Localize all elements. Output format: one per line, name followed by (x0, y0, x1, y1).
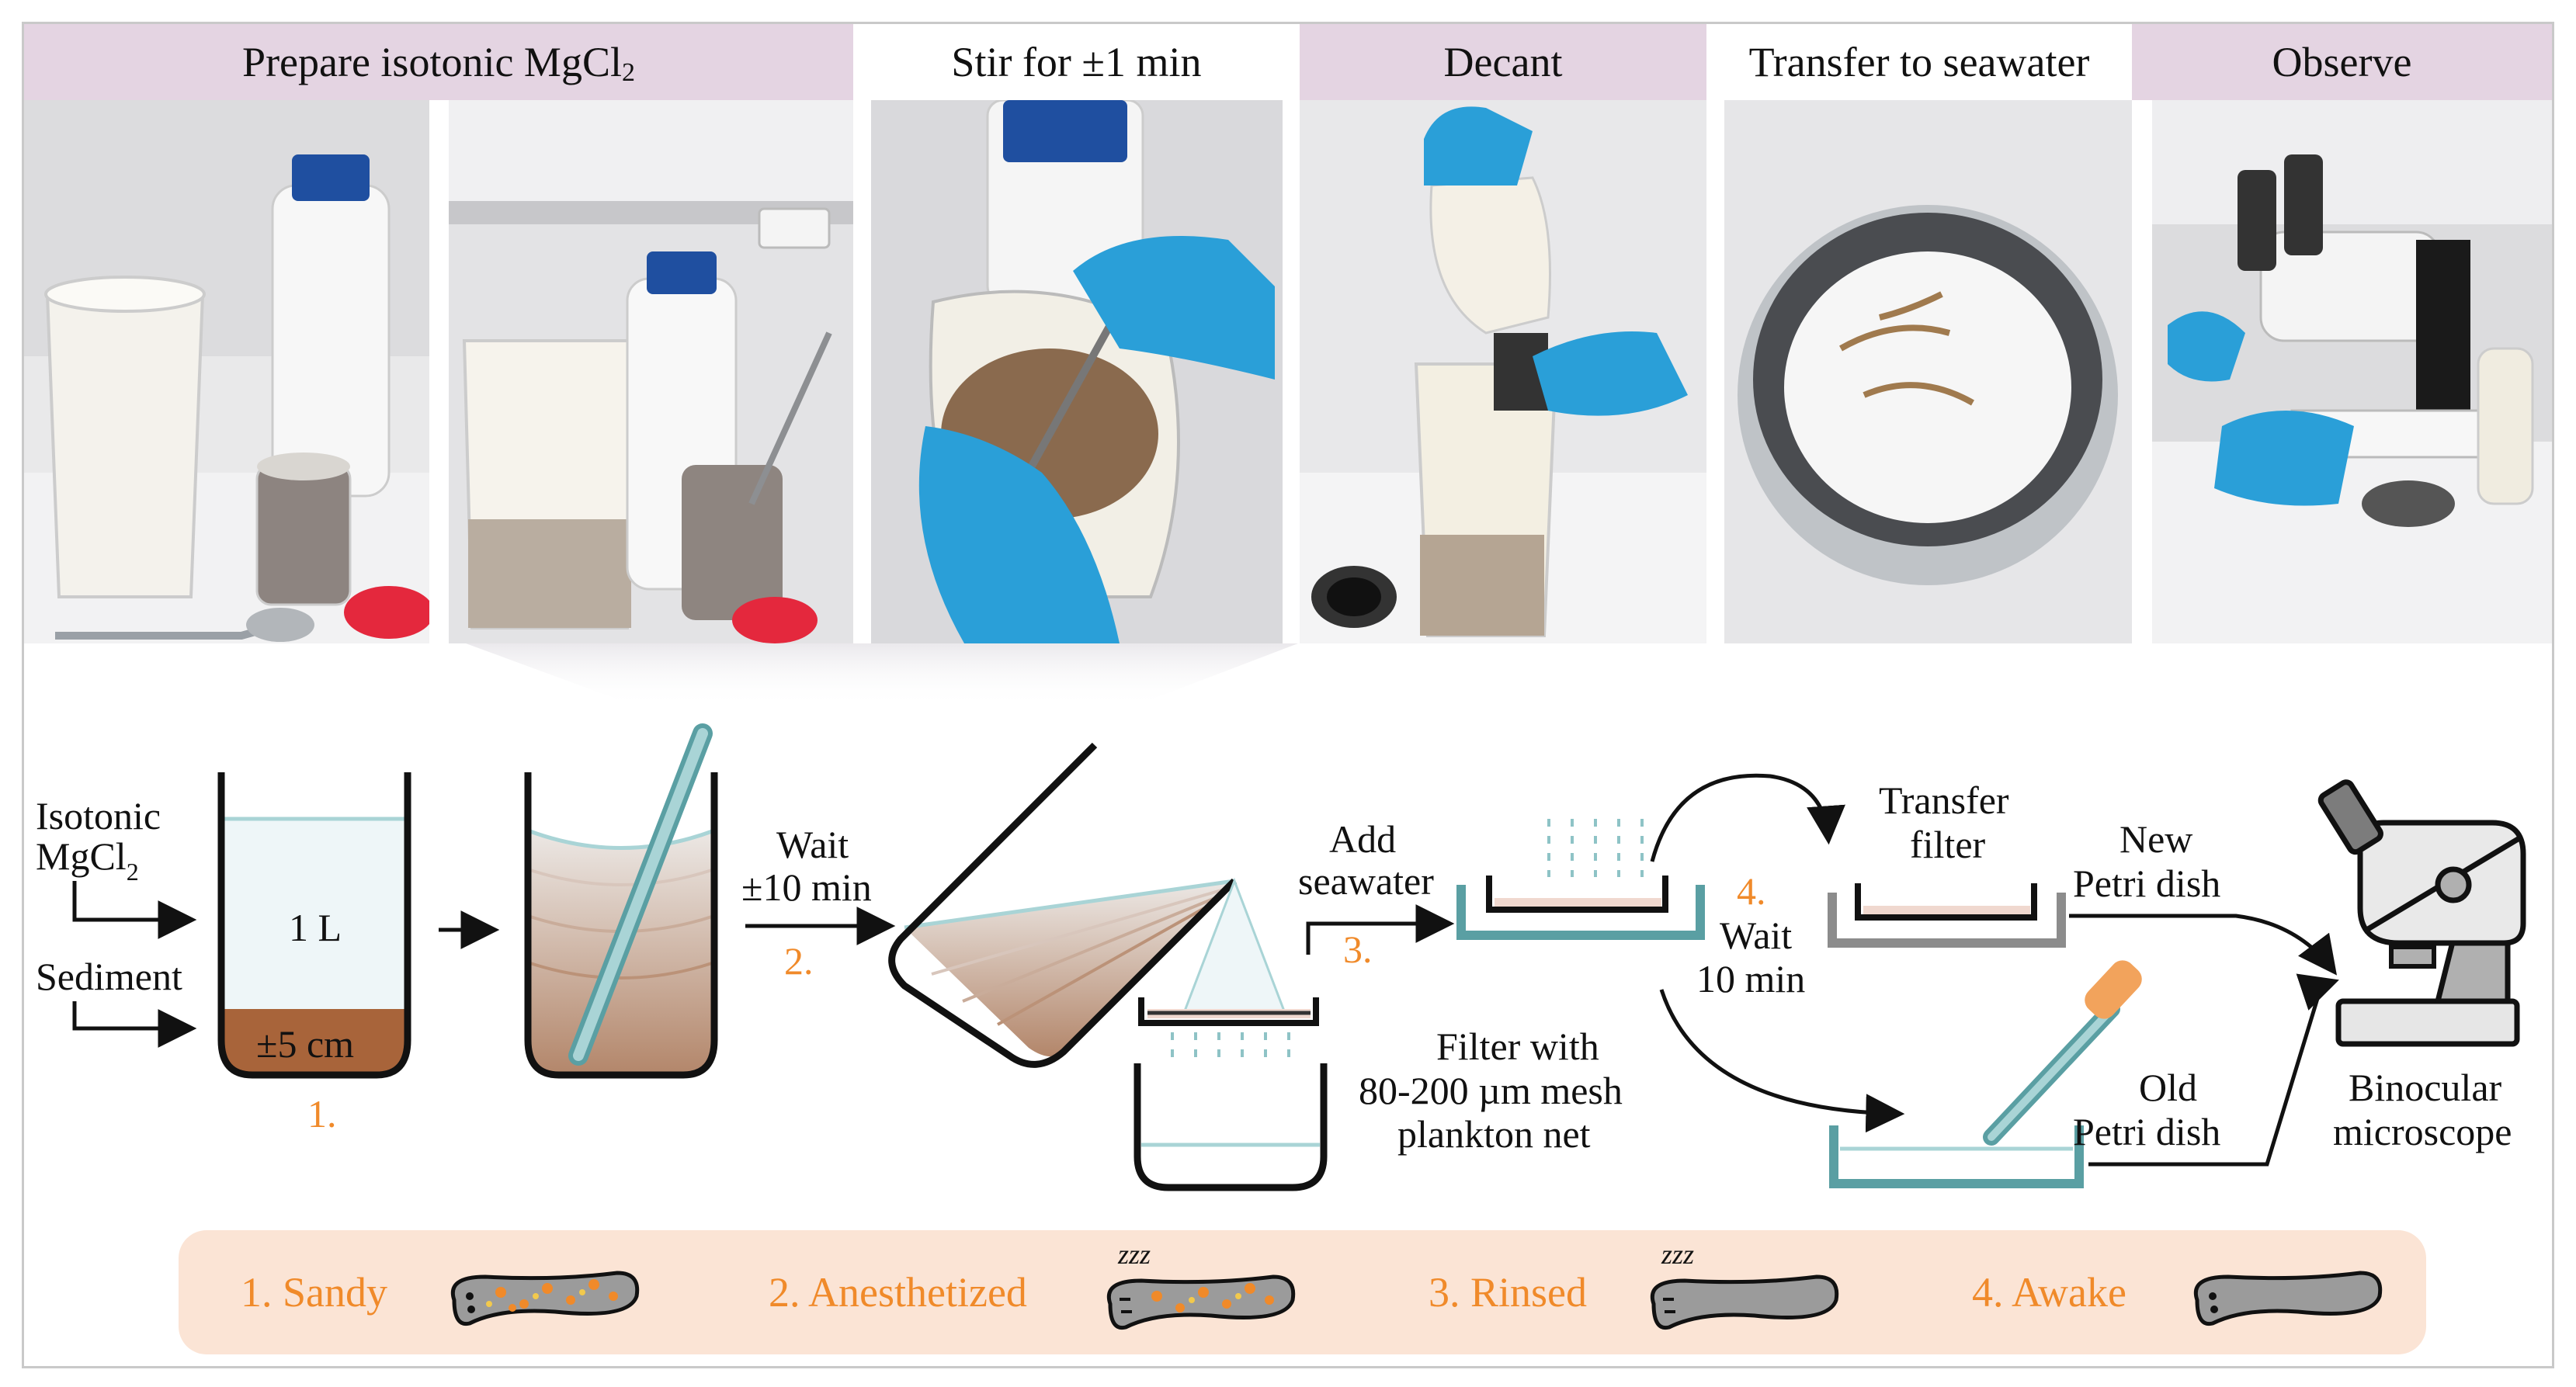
sleeping-worm-icon: zzz (1107, 1239, 1296, 1330)
awake-worm-icon (2194, 1271, 2383, 1326)
header-prepare-label: Prepare isotonic MgCl (242, 39, 622, 85)
legend-anesthetized-label: 2. Anesthetized (769, 1269, 1027, 1316)
legend-rinsed: 3. Rinsed (1429, 1230, 1587, 1354)
header-stir: Stir for ±1 min (853, 24, 1300, 100)
photo-decant (1300, 100, 1706, 643)
legend-anesthetized: 2. Anesthetized (769, 1230, 1027, 1354)
photo-prepare-2 (449, 100, 853, 643)
header-observe: Observe (2132, 24, 2552, 100)
legend-sandy: 1. Sandy (241, 1230, 387, 1354)
photo-prepare-1 (24, 100, 429, 643)
legend-awake: 4. Awake (1972, 1230, 2126, 1354)
header-transfer-label: Transfer to seawater (1748, 39, 2090, 85)
legend-awake-label: 4. Awake (1972, 1269, 2126, 1316)
header-decant-label: Decant (1443, 39, 1563, 85)
header-prepare-subscript: 2 (621, 58, 635, 87)
photo-observe (2152, 100, 2552, 643)
photo-transfer (1724, 100, 2132, 643)
state-legend: 1. Sandy 2. Anesthetized zzz 3. Rinsed z… (179, 1230, 2426, 1354)
photo-stir (871, 100, 1283, 643)
header-transfer: Transfer to seawater (1706, 24, 2132, 100)
header-decant: Decant (1300, 24, 1706, 100)
header-observe-label: Observe (2272, 39, 2412, 85)
worm-icon (451, 1271, 640, 1326)
legend-rinsed-label: 3. Rinsed (1429, 1269, 1588, 1316)
zzz-label-2: zzz (1661, 1239, 1694, 1270)
sleeping-rinsed-worm-icon: zzz (1651, 1239, 1839, 1330)
legend-sandy-label: 1. Sandy (241, 1269, 387, 1316)
zzz-label: zzz (1117, 1239, 1151, 1270)
header-stir-label: Stir for ±1 min (951, 39, 1202, 85)
